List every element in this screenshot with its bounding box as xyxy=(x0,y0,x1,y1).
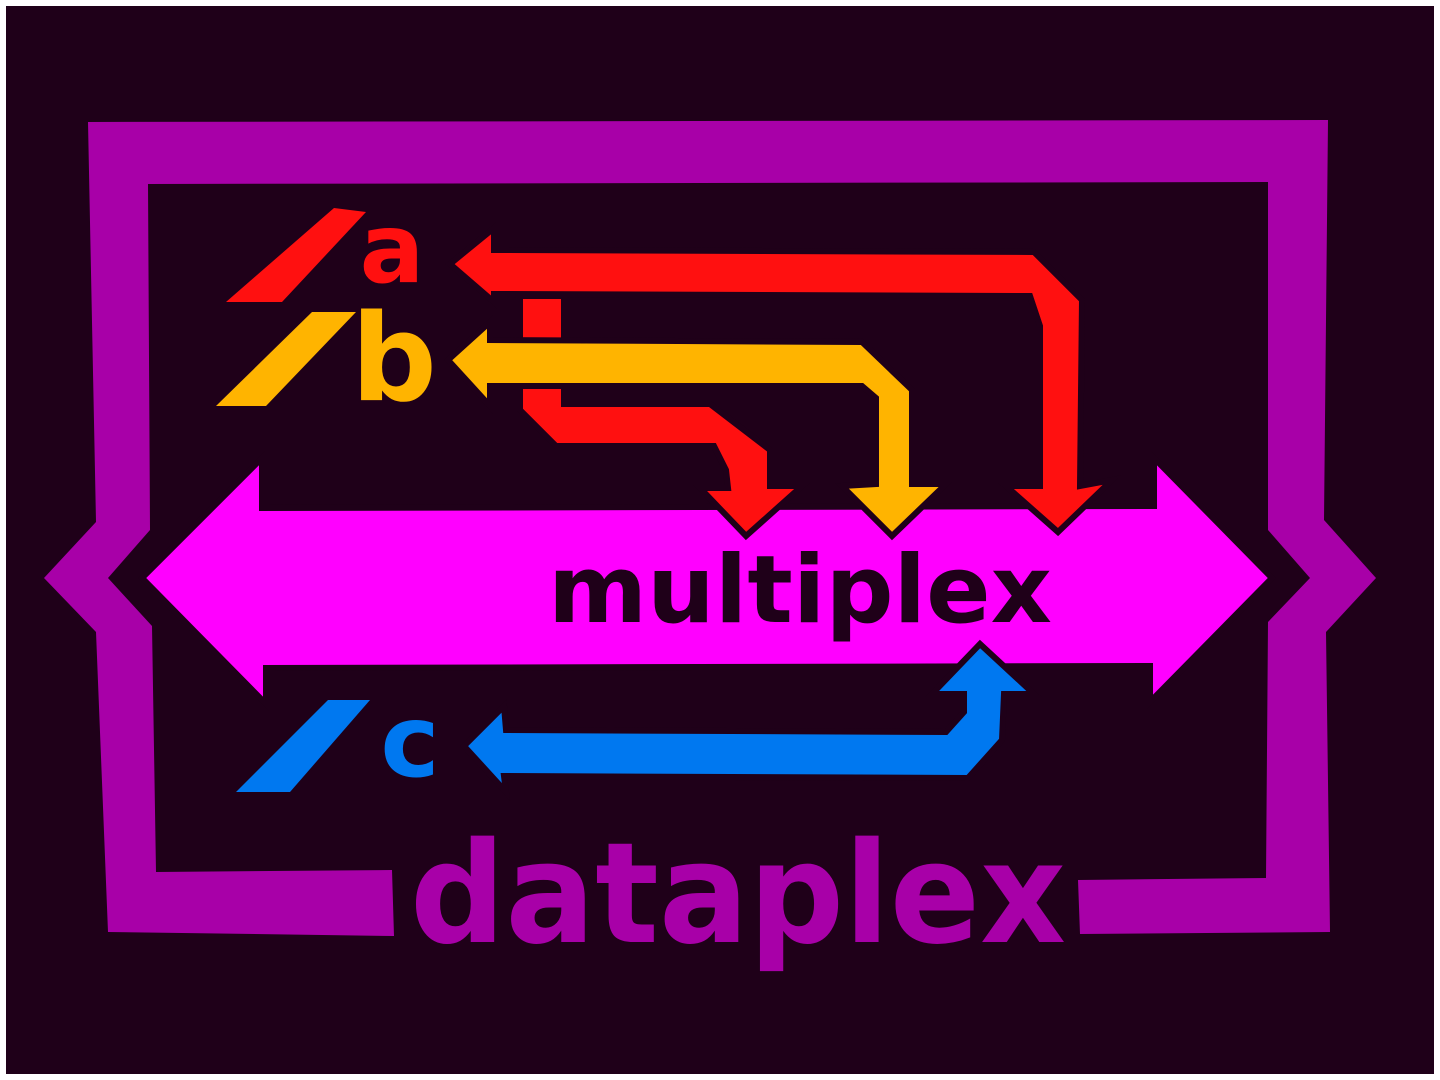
channel-c-return-line xyxy=(459,639,1042,801)
channel-a-return-line xyxy=(445,221,1122,537)
channel-a-slash-icon xyxy=(226,208,366,302)
channel-b-feed-line xyxy=(443,315,954,541)
multiplex-label: multiplex xyxy=(548,536,1052,645)
channel-c-slash-icon xyxy=(236,700,370,792)
channel-a-label: a xyxy=(360,193,425,305)
channel-b-slash-icon xyxy=(216,312,356,406)
channel-c-label: c xyxy=(380,683,439,800)
dataplex-title: dataplex xyxy=(410,813,1066,976)
channel-a-feed-line xyxy=(517,293,810,541)
channel-b-label: b xyxy=(351,290,437,429)
multiplex-bus-arrow xyxy=(137,450,1277,712)
